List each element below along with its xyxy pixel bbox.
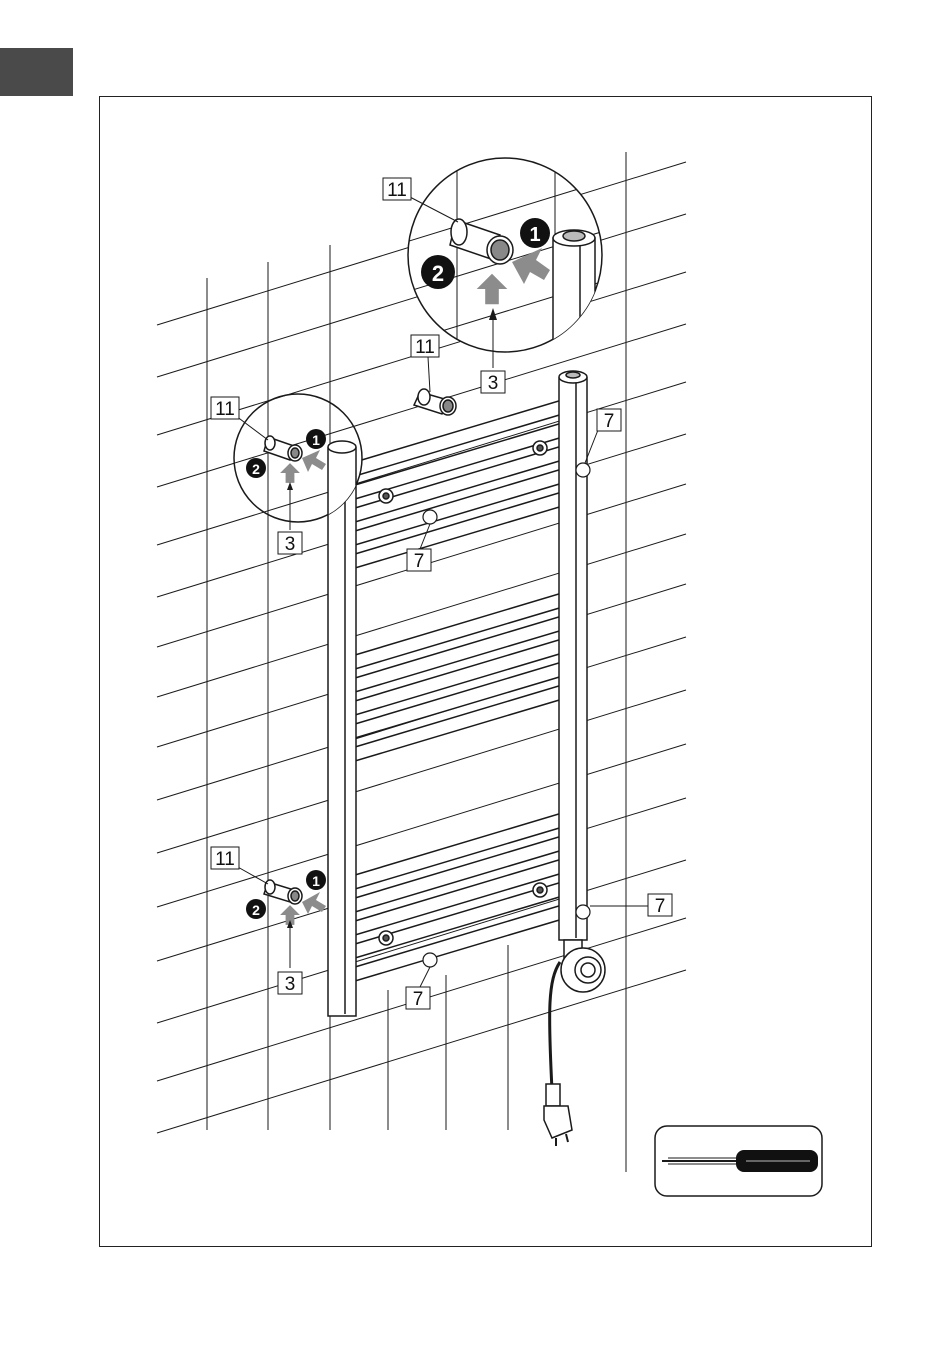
svg-text:1: 1 [312, 432, 320, 448]
right-vertical-tube [559, 371, 587, 940]
svg-text:2: 2 [252, 902, 260, 918]
callout-screw-top: 3 [481, 371, 505, 394]
svg-text:2: 2 [432, 261, 444, 286]
svg-text:1: 1 [529, 224, 540, 246]
callout-cap-top-right: 7 [585, 409, 621, 463]
callout-bracket-top: 11 [411, 335, 439, 392]
callout-cap-bottom-right: 7 [590, 894, 672, 917]
step-badge-two-left: 2 [246, 458, 266, 478]
svg-text:7: 7 [413, 989, 424, 1010]
power-plug-icon [544, 1084, 572, 1146]
svg-text:1: 1 [312, 873, 320, 889]
svg-text:11: 11 [215, 849, 235, 870]
bracket-top-mid [414, 389, 456, 415]
svg-text:7: 7 [655, 896, 666, 917]
step-badge-two-top: 2 [421, 255, 455, 289]
arrow-left-bottom [302, 892, 326, 914]
svg-text:11: 11 [415, 337, 435, 358]
svg-text:3: 3 [285, 534, 296, 555]
callout-bracket-bottom: 11 [211, 847, 268, 884]
step-badge-two-bottom: 2 [246, 899, 266, 919]
svg-text:7: 7 [414, 551, 425, 572]
callout-screw-left: 3 [278, 532, 302, 555]
bracket-bottom-assembly [264, 880, 302, 904]
step-badge-one-top: 1 [520, 218, 550, 248]
towel-rail-radiator [328, 371, 605, 1146]
step-badge-one-left: 1 [306, 429, 326, 449]
tool-box [655, 1126, 822, 1196]
svg-text:2: 2 [252, 461, 260, 477]
svg-text:11: 11 [387, 180, 407, 201]
svg-text:7: 7 [604, 411, 615, 432]
step-badge-one-bottom: 1 [306, 870, 326, 890]
svg-text:11: 11 [215, 399, 235, 420]
left-vertical-tube [328, 441, 356, 1016]
svg-text:3: 3 [488, 373, 499, 394]
svg-text:3: 3 [285, 974, 296, 995]
callout-cap-bottom-left: 7 [406, 967, 430, 1010]
callout-screw-bottom: 3 [278, 972, 302, 995]
heating-element-icon [550, 940, 605, 1090]
